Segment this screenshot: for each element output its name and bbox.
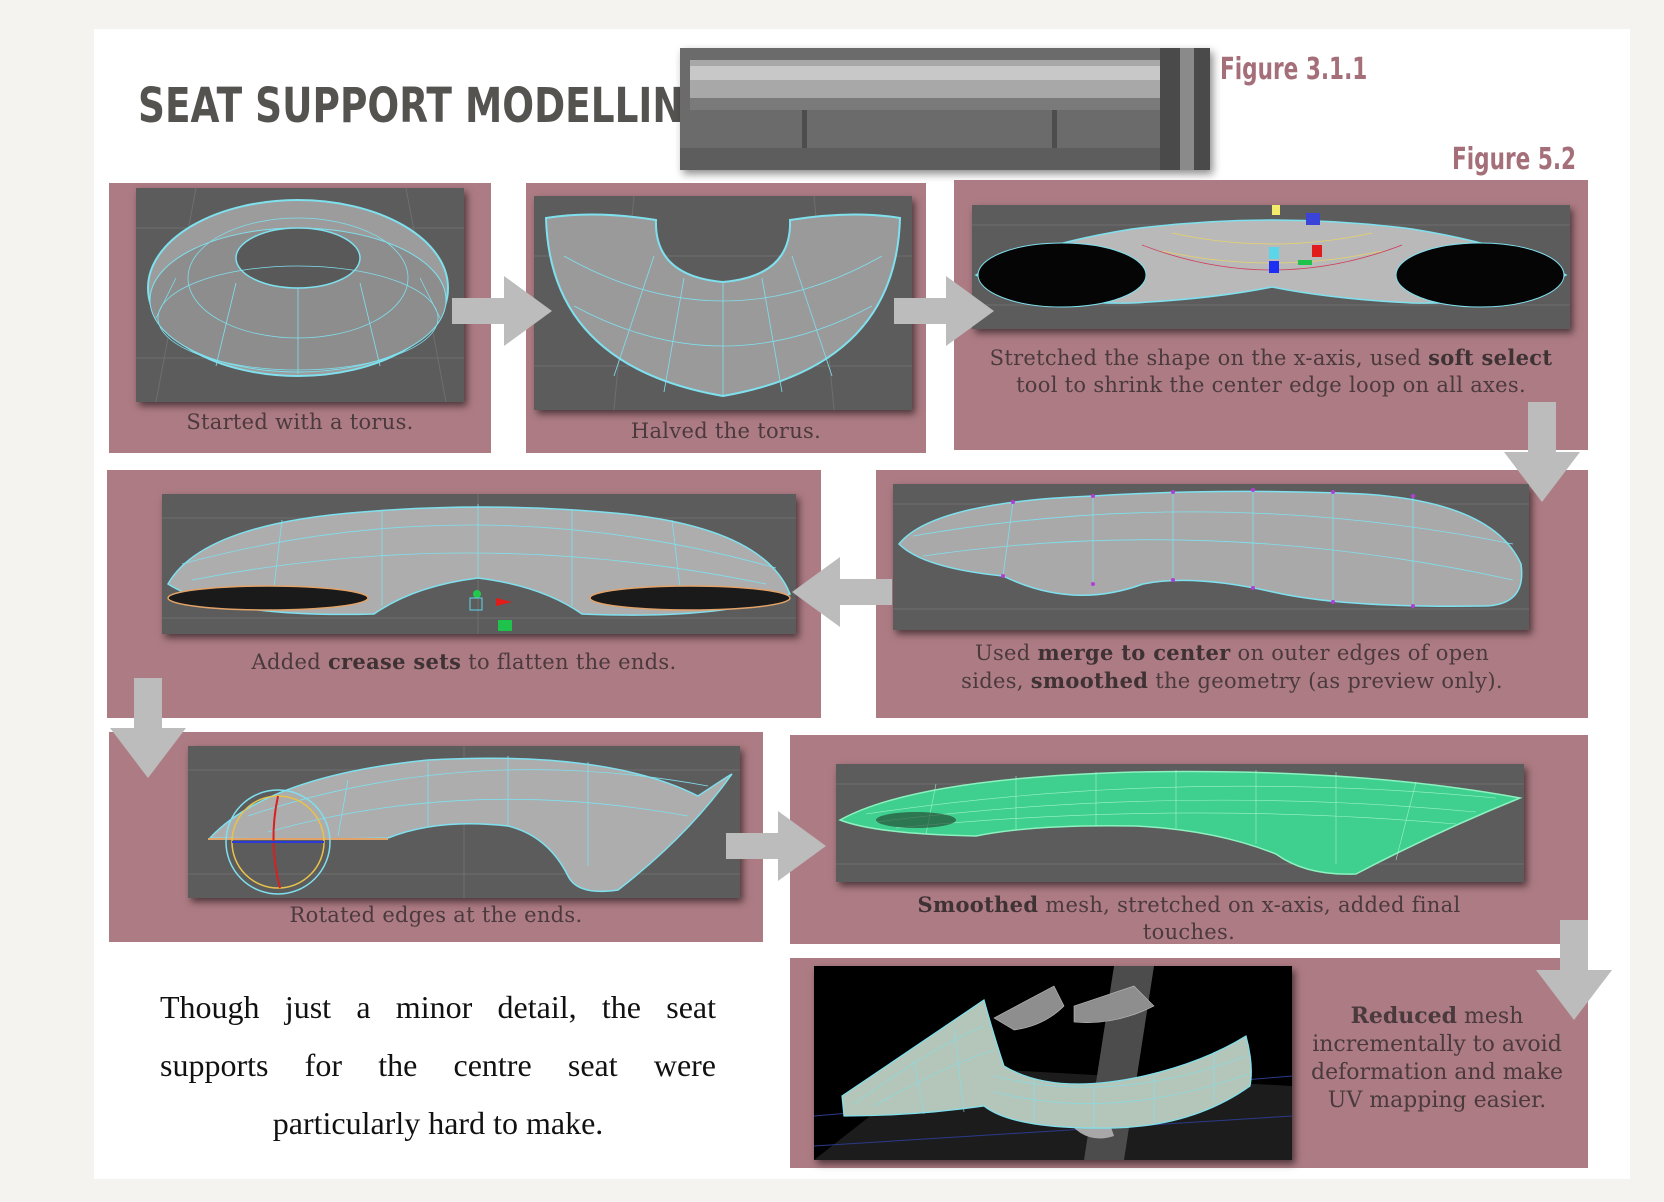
step-7-caption: Smoothed mesh, stretched on x-axis, adde… [790, 891, 1588, 946]
arrow-down-3 [1536, 920, 1612, 1020]
arrow-down-2 [110, 678, 186, 778]
step-6-viewport [188, 746, 740, 898]
figure-label-photo: Figure 3.1.1 [1220, 52, 1368, 87]
body-paragraph: Though just a minor detail, the seat sup… [160, 989, 716, 1141]
page-title: SEAT SUPPORT MODELLING [138, 78, 715, 134]
step-7-caption-b: mesh, stretched on x-axis, added final [1038, 893, 1461, 917]
step-8-caption: Reduced mesh incrementally to avoid defo… [1302, 1002, 1572, 1115]
step-3-caption-bold: soft select [1428, 345, 1553, 370]
step-7-caption-c: touches. [1142, 920, 1236, 944]
step-2-viewport [534, 196, 912, 410]
step-4-caption-bold-2: smoothed [1030, 668, 1149, 693]
step-5-viewport [162, 494, 796, 634]
step-6-caption: Rotated edges at the ends. [289, 903, 583, 927]
step-3-caption-c: tool to shrink the center edge loop on a… [1016, 373, 1526, 397]
step-5-caption-a: Added [251, 650, 328, 674]
step-4-caption-d: sides, [961, 669, 1031, 693]
arrow-down-1 [1504, 402, 1580, 502]
step-3-caption: Stretched the shape on the x-axis, used … [954, 344, 1588, 399]
arrow-right-2 [894, 276, 996, 346]
reference-photo [680, 48, 1210, 170]
step-5-caption: Added crease sets to flatten the ends. [107, 648, 821, 676]
step-7-viewport [836, 764, 1524, 882]
step-4-caption-bold-1: merge to center [1037, 640, 1231, 665]
arrow-right-3 [726, 811, 828, 881]
step-1-viewport [136, 188, 464, 402]
step-4-viewport [893, 484, 1529, 630]
arrow-left-1 [790, 557, 892, 627]
figure-label-sequence: Figure 5.2 [1452, 142, 1577, 177]
step-5-caption-bold: crease sets [327, 649, 462, 674]
step-8-viewport [814, 966, 1292, 1160]
step-4-caption: Used merge to center on outer edges of o… [876, 639, 1588, 695]
step-4-caption-f: the geometry (as preview only). [1148, 669, 1503, 693]
step-3-viewport [972, 205, 1570, 329]
step-4-caption-c: on outer edges of open [1230, 641, 1490, 665]
step-4-caption-a: Used [974, 641, 1038, 665]
arrow-right-1 [452, 276, 554, 346]
step-5-caption-c: to flatten the ends. [461, 650, 677, 674]
step-8-caption-bold: Reduced [1350, 1003, 1458, 1029]
step-2-caption: Halved the torus. [630, 419, 822, 443]
step-3-caption-a: Stretched the shape on the x-axis, used [989, 346, 1429, 370]
step-1-caption: Started with a torus. [186, 410, 414, 434]
step-8-caption-b: mesh incrementally to avoid deformation … [1311, 1004, 1563, 1113]
step-7-caption-bold: Smoothed [917, 892, 1039, 917]
